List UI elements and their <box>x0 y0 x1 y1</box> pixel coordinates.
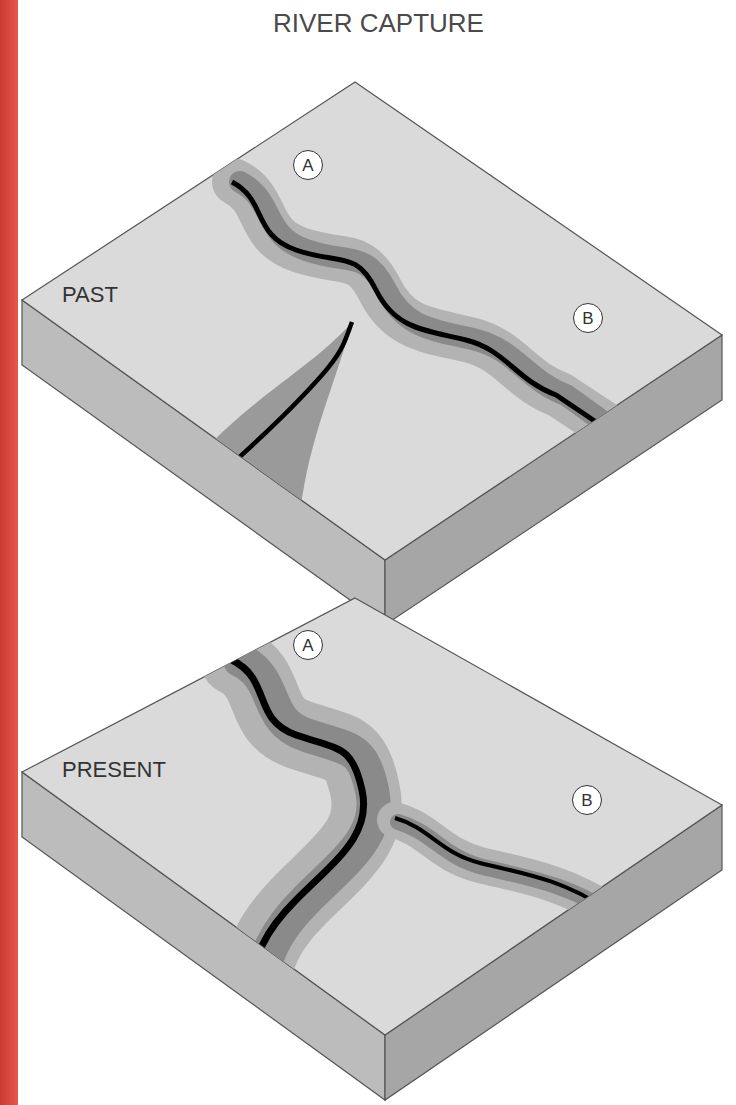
circle-letter: A <box>302 637 313 654</box>
label-circle: B <box>573 303 603 333</box>
label-circle: B <box>572 785 602 815</box>
past-block <box>22 82 722 625</box>
circle-letter: B <box>582 310 593 327</box>
circle-letter: B <box>581 792 592 809</box>
label-circle: A <box>293 150 323 180</box>
label-circle: A <box>293 630 323 660</box>
diagram-title: RIVER CAPTURE <box>273 8 484 39</box>
circle-letter: A <box>302 157 313 174</box>
block-label: PAST <box>62 282 118 308</box>
side-bar <box>0 0 18 1105</box>
present-block <box>22 598 722 1100</box>
block-label: PRESENT <box>62 757 166 783</box>
